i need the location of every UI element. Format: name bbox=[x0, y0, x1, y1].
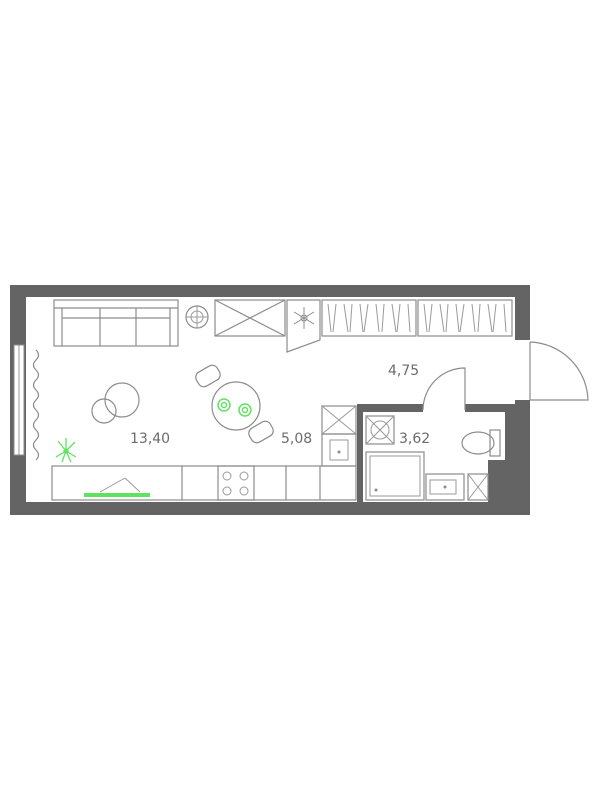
bathroom-area-label: 3,62 bbox=[399, 431, 430, 447]
dining-table bbox=[195, 364, 274, 444]
hanging-shelf-1 bbox=[321, 299, 417, 337]
kitchen-area-label: 5,08 bbox=[281, 431, 312, 447]
entrance-door bbox=[529, 341, 589, 401]
washing-machine bbox=[365, 415, 395, 445]
hall-area-label: 4,75 bbox=[388, 363, 419, 379]
hanging-shelf-2 bbox=[417, 299, 513, 337]
wardrobe bbox=[214, 299, 286, 337]
desk-accent bbox=[84, 493, 150, 497]
bathroom-sink bbox=[425, 473, 465, 501]
pouf-pair bbox=[91, 382, 140, 424]
curtain bbox=[32, 349, 40, 461]
stove bbox=[217, 465, 255, 501]
sofa bbox=[53, 299, 179, 347]
walls bbox=[10, 285, 530, 515]
kitchen-column bbox=[321, 405, 357, 467]
snowflake-icon bbox=[293, 307, 315, 329]
bathroom-door bbox=[422, 367, 466, 411]
shower-tray bbox=[365, 451, 425, 501]
kitchen-counter bbox=[51, 465, 357, 501]
living-area-label: 13,40 bbox=[130, 431, 170, 447]
closet-door bbox=[286, 299, 321, 353]
bathroom-cabinet bbox=[467, 473, 489, 501]
plant-icon bbox=[55, 438, 77, 463]
toilet bbox=[461, 429, 501, 457]
round-lamp bbox=[185, 305, 209, 329]
